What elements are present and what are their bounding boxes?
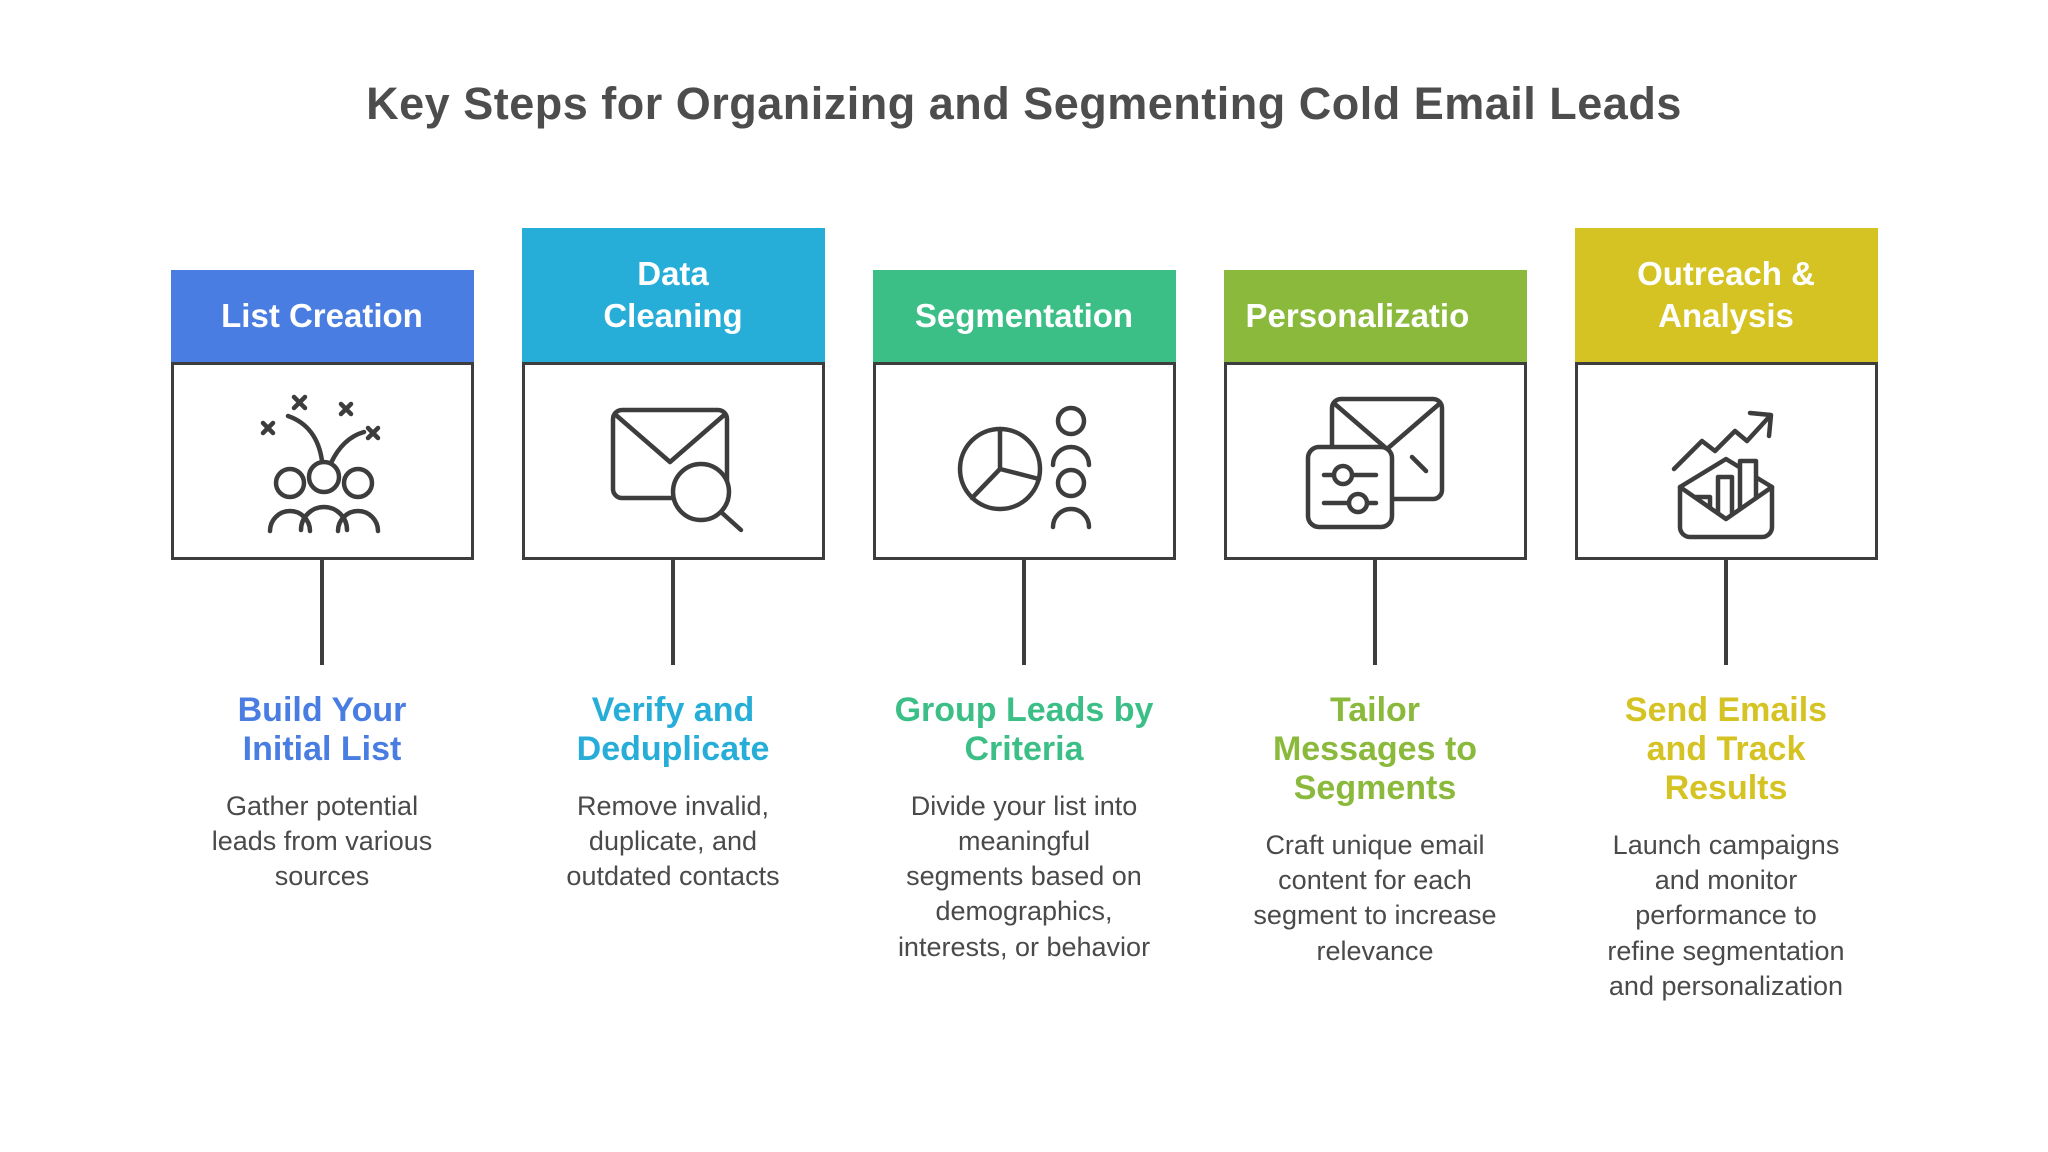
header-slot: Personalizatio <box>1223 216 1527 362</box>
connector-line <box>1373 560 1377 665</box>
step-subtitle: Send Emails and Track Results <box>1624 691 1828 808</box>
step-description: Remove invalid, duplicate, and outdated … <box>566 791 780 892</box>
step-column-outreach-analysis: Outreach & Analysis Send Emails and Trac… <box>1574 216 1878 1004</box>
connector-line <box>671 560 675 665</box>
step-description: Gather potential leads from various sour… <box>211 791 433 892</box>
step-header-label: Outreach & Analysis <box>1574 227 1878 362</box>
envelope-sliders-icon <box>1305 396 1445 530</box>
envelope-magnifier-icon <box>610 407 744 533</box>
step-icon-box <box>1223 362 1527 560</box>
step-icon-box <box>521 362 825 560</box>
pie-chart-people-icon <box>957 405 1092 530</box>
envelope-chart-arrow-icon <box>1671 410 1775 540</box>
step-header-label: Personalizatio <box>1223 269 1527 362</box>
header-slot: Segmentation <box>872 216 1176 362</box>
step-subtitle: Verify and Deduplicate <box>576 691 770 769</box>
step-column-list-creation: List Creation Bu <box>170 216 474 1004</box>
step-header-label: Data Cleaning <box>521 227 825 362</box>
step-column-segmentation: Segmentation Group Leads by Criteria Div… <box>872 216 1176 1004</box>
page-title: Key Steps for Organizing and Segmenting … <box>366 78 1682 129</box>
step-column-data-cleaning: Data Cleaning Verify and Deduplicate Rem… <box>521 216 825 1004</box>
people-sparks-icon <box>260 394 381 534</box>
step-description: Launch campaigns and monitor performance… <box>1607 830 1845 1001</box>
step-icon-box <box>872 362 1176 560</box>
step-subtitle: Build Your Initial List <box>237 691 407 769</box>
connector-line <box>320 560 324 665</box>
step-subtitle: Group Leads by Criteria <box>894 691 1154 769</box>
header-slot: Outreach & Analysis <box>1574 216 1878 362</box>
connector-line <box>1724 560 1728 665</box>
step-icon-box <box>170 362 474 560</box>
step-icon-box <box>1574 362 1878 560</box>
step-subtitle: Tailor Messages to Segments <box>1272 691 1478 808</box>
step-description: Divide your list into meaningful segment… <box>897 791 1151 962</box>
step-header-label: Segmentation <box>872 269 1176 362</box>
connector-line <box>1022 560 1026 665</box>
step-description: Craft unique email content for each segm… <box>1253 830 1497 966</box>
step-header-label: List Creation <box>170 269 474 362</box>
header-slot: Data Cleaning <box>521 216 825 362</box>
header-slot: List Creation <box>170 216 474 362</box>
step-column-personalization: Personalizatio Tailor Messages to Segmen… <box>1223 216 1527 1004</box>
steps-row: List Creation Bu <box>0 216 2048 1004</box>
